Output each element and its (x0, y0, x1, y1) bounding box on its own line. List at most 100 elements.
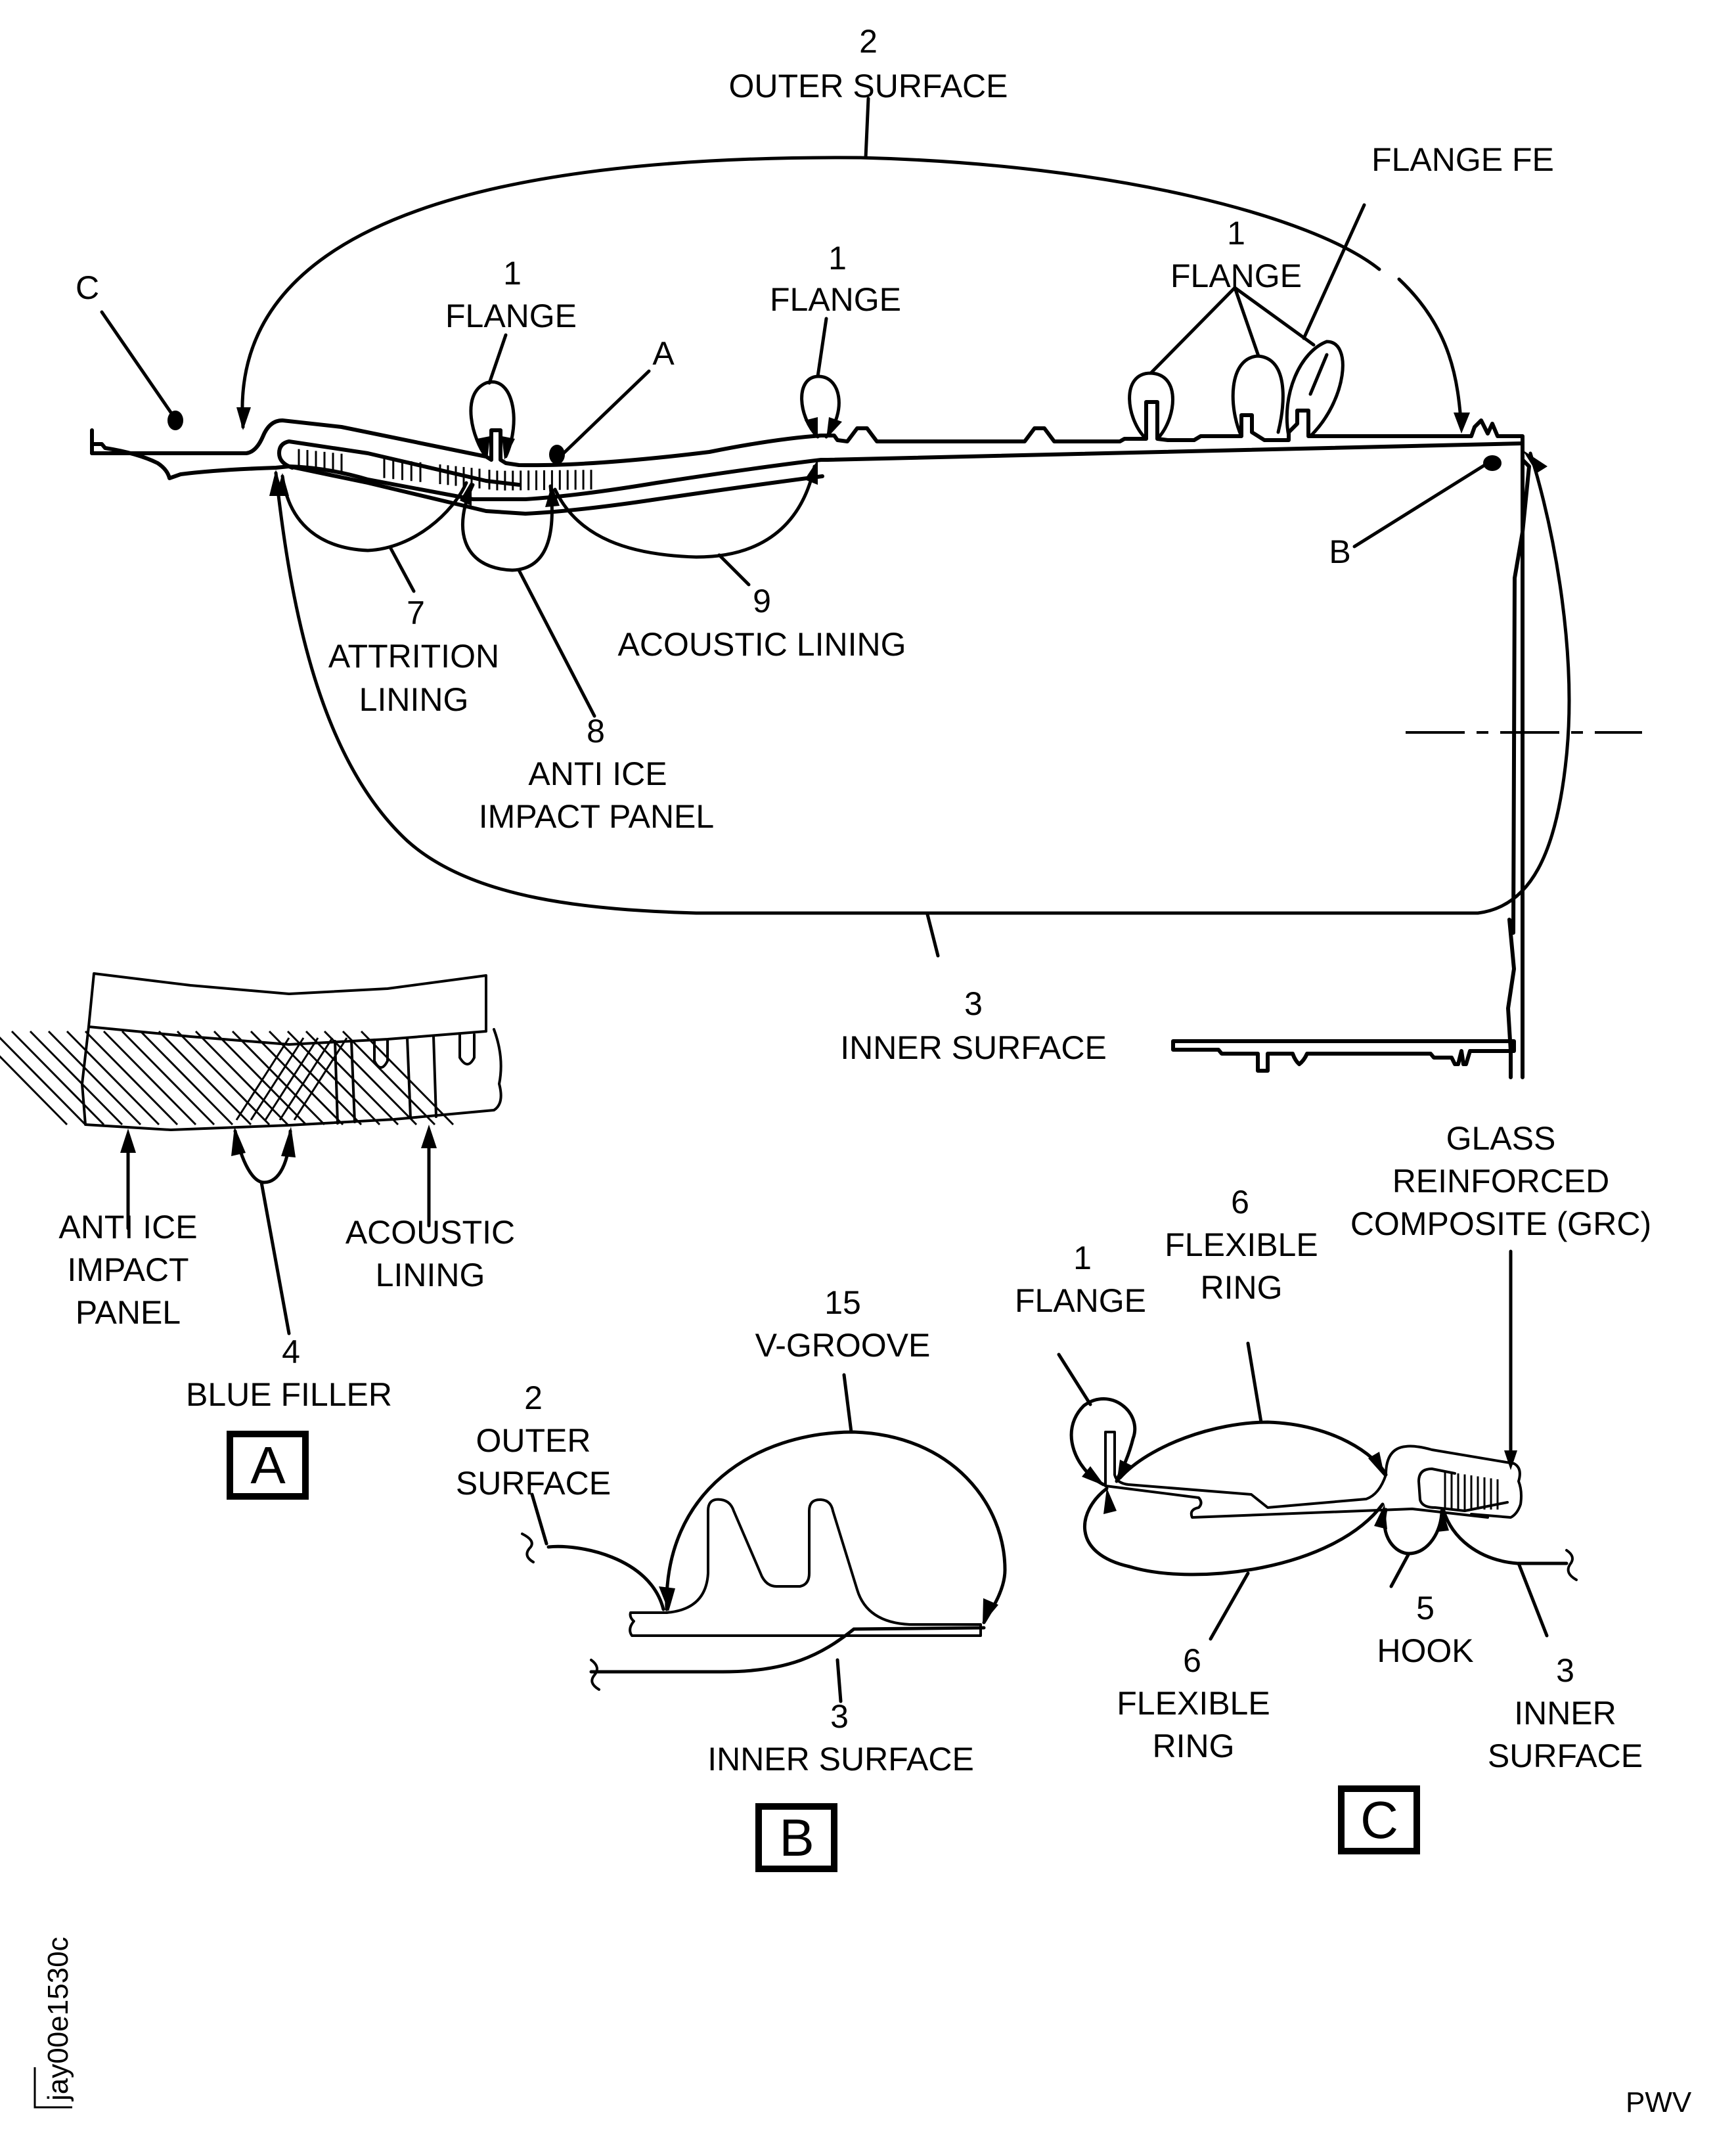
blue-filler-label: BLUE FILLER (186, 1376, 392, 1413)
anti-ice-stem (517, 568, 596, 718)
outer-surface-leader-stem (864, 97, 870, 160)
anti-ice-label-2: IMPACT PANEL (479, 798, 714, 835)
hatch-line (268, 1030, 363, 1126)
flange-mid-label: FLANGE (770, 281, 901, 318)
inner-surface-c-num: 3 (1556, 1652, 1574, 1689)
detail-b: 15 V-GROOVE 2 OUTER SURFACE 3 INNER SURF… (456, 1284, 1007, 1872)
acoustic-wall (406, 1037, 412, 1119)
hatch-line (235, 1037, 290, 1121)
arrowhead (460, 481, 472, 506)
hatch-line (66, 1030, 160, 1126)
hatch-line (139, 1030, 234, 1126)
arrowhead (236, 407, 251, 430)
detail-b-leader (1352, 462, 1488, 549)
figure-code-text: jay00e1530c (42, 1937, 74, 2102)
arrowhead (1082, 1466, 1105, 1486)
grc-hatch (1444, 1471, 1499, 1510)
lower-attachment-profile (1171, 1039, 1516, 1073)
arrowhead (983, 1598, 998, 1624)
v-groove-profile (629, 1498, 982, 1637)
break-symbol (1565, 1549, 1578, 1581)
blue-filler-stem (259, 1180, 291, 1335)
liner-lower-line (287, 464, 824, 516)
acoustic-label: ACOUSTIC LINING (618, 626, 906, 663)
v-groove-stem (842, 1373, 853, 1434)
flange-mid-num: 1 (828, 240, 847, 277)
attrition-stem (389, 547, 416, 593)
hook-leader (1383, 1508, 1444, 1556)
flexible-ring-profile (1104, 1431, 1523, 1519)
detail-b-title: B (779, 1808, 814, 1867)
flange-right-label: FLANGE (1170, 258, 1302, 294)
detail-a-marker (549, 445, 565, 464)
attrition-hook-edge (277, 439, 521, 487)
inner-surface-leader (274, 451, 1571, 915)
detail-b-marker (1483, 455, 1502, 471)
detail-c-leader (100, 310, 176, 419)
hatch-line (250, 1037, 305, 1121)
detail-a-acoustic-1: ACOUSTIC (345, 1214, 515, 1251)
hatch-line (264, 1037, 319, 1121)
outer-surface-label: OUTER SURFACE (728, 68, 1008, 104)
break-symbol (521, 1533, 535, 1563)
inner-skin-line (90, 441, 1525, 501)
arrowhead (1368, 1452, 1385, 1477)
hatch-line (29, 1030, 123, 1126)
flange-c-stem (1057, 1353, 1092, 1406)
hatch-line (158, 1030, 252, 1126)
blue-filler-num: 4 (282, 1333, 300, 1370)
inner-surface-c-1: INNER (1514, 1695, 1616, 1732)
acoustic-wall (350, 1040, 356, 1123)
detail-b-inner-label: INNER SURFACE (707, 1741, 974, 1778)
hatch-line (278, 1037, 334, 1121)
hatch-line (84, 1030, 179, 1126)
v-groove-num: 15 (824, 1284, 861, 1321)
detail-a-cover (87, 972, 487, 1046)
flex-ring-top-leader (1118, 1420, 1388, 1480)
hatch-line (342, 1030, 436, 1126)
flex-ring-bottom-1: FLEXIBLE (1117, 1685, 1270, 1722)
flange-mid-stem (816, 317, 828, 378)
anti-ice-num: 8 (587, 713, 605, 750)
detail-a-anti-ice-1: ANTI ICE (58, 1209, 197, 1245)
flange-right-fan (1149, 284, 1260, 375)
inner-surface-stem-b (835, 1658, 843, 1703)
flex-ring-bottom-2: RING (1153, 1728, 1235, 1764)
seal-profile-left-lip (90, 400, 1525, 1079)
hatch-line (286, 1030, 381, 1126)
hatch-line (250, 1030, 344, 1126)
attrition-num: 7 (407, 594, 425, 631)
inner-surface-c-leader (1442, 1509, 1569, 1565)
acoustic-cell (373, 1039, 389, 1069)
right-end-step (1506, 445, 1531, 1079)
detail-c: 1 FLANGE 6 FLEXIBLE RING GLASS REINFORCE… (1015, 1120, 1651, 1854)
arrowhead (659, 1586, 675, 1611)
hatch-line (323, 1030, 418, 1126)
attrition-label-1: ATTRITION (328, 638, 499, 675)
grc-label-3: COMPOSITE (GRC) (1350, 1205, 1651, 1242)
detail-a-anti-ice-2: IMPACT (67, 1251, 189, 1288)
detail-b-outer-num: 2 (524, 1379, 543, 1416)
attrition-label-2: LINING (359, 681, 469, 718)
acoustic-cell (458, 1033, 476, 1065)
detail-c-ref: C (76, 269, 99, 306)
flex-ring-top-1: FLEXIBLE (1165, 1226, 1318, 1263)
detail-a-title: A (250, 1436, 286, 1494)
hook-profile (1104, 1485, 1489, 1519)
flange-fe-label: FLANGE FE (1371, 141, 1554, 178)
inner-surface-leader-stem (925, 912, 940, 958)
anti-ice-label-1: ANTI ICE (528, 755, 667, 792)
flex-ring-bottom-stem (1209, 1571, 1250, 1641)
detail-a-divider (334, 1040, 339, 1125)
flange-c-leader (1069, 1397, 1137, 1487)
arrowhead (231, 1127, 246, 1156)
figure-code: jay00e1530c (42, 1937, 74, 2102)
hatch-line (293, 1037, 348, 1121)
arrowhead (545, 485, 560, 507)
detail-c-marker (167, 411, 183, 430)
hatch-line (360, 1030, 455, 1126)
flange-right-loop-3 (1285, 340, 1345, 438)
detail-b-title-box (755, 1803, 837, 1872)
flex-ring-top-num: 6 (1231, 1184, 1249, 1221)
detail-b-inner-num: 3 (830, 1698, 849, 1735)
